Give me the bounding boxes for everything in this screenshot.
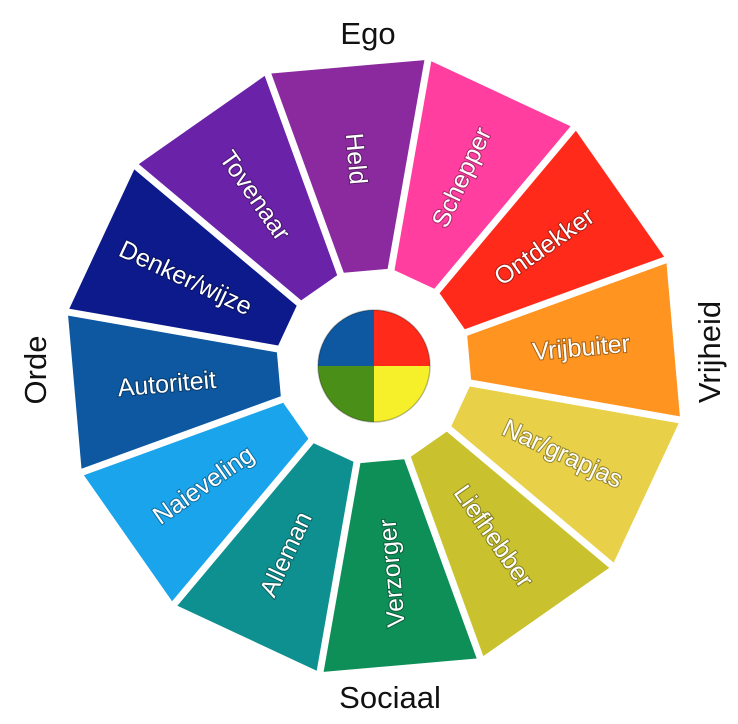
axis-label-top: Ego <box>340 16 395 51</box>
segment-label-held: Held <box>340 132 372 186</box>
hub-quadrant-bottom-right <box>374 366 430 422</box>
segment-ontdekker <box>439 130 665 330</box>
segment-denker-wijze <box>69 169 297 346</box>
segment-held <box>271 60 425 273</box>
segment-schepper <box>394 61 571 289</box>
center-hub <box>317 309 431 423</box>
hub-outline <box>317 309 431 423</box>
segment-nar-grapjas <box>451 386 679 563</box>
segment-naieveling <box>83 402 309 602</box>
hub-quadrant-bottom-left <box>318 366 374 422</box>
axis-label-bottom: Sociaal <box>339 680 441 715</box>
segment-autoriteit <box>68 315 281 469</box>
segment-tovenaar <box>138 75 338 301</box>
hub-quadrant-top-left <box>318 310 374 366</box>
segment-verzorger <box>323 459 477 672</box>
segment-alleman <box>177 443 354 671</box>
hub-quadrant-top-right <box>374 310 430 366</box>
segments-group <box>68 60 680 672</box>
segment-vrijbuiter <box>467 263 680 417</box>
segment-liefhebber <box>410 431 610 657</box>
axis-label-right: Vrijheid <box>692 301 727 403</box>
axis-label-left: Orde <box>18 336 53 405</box>
